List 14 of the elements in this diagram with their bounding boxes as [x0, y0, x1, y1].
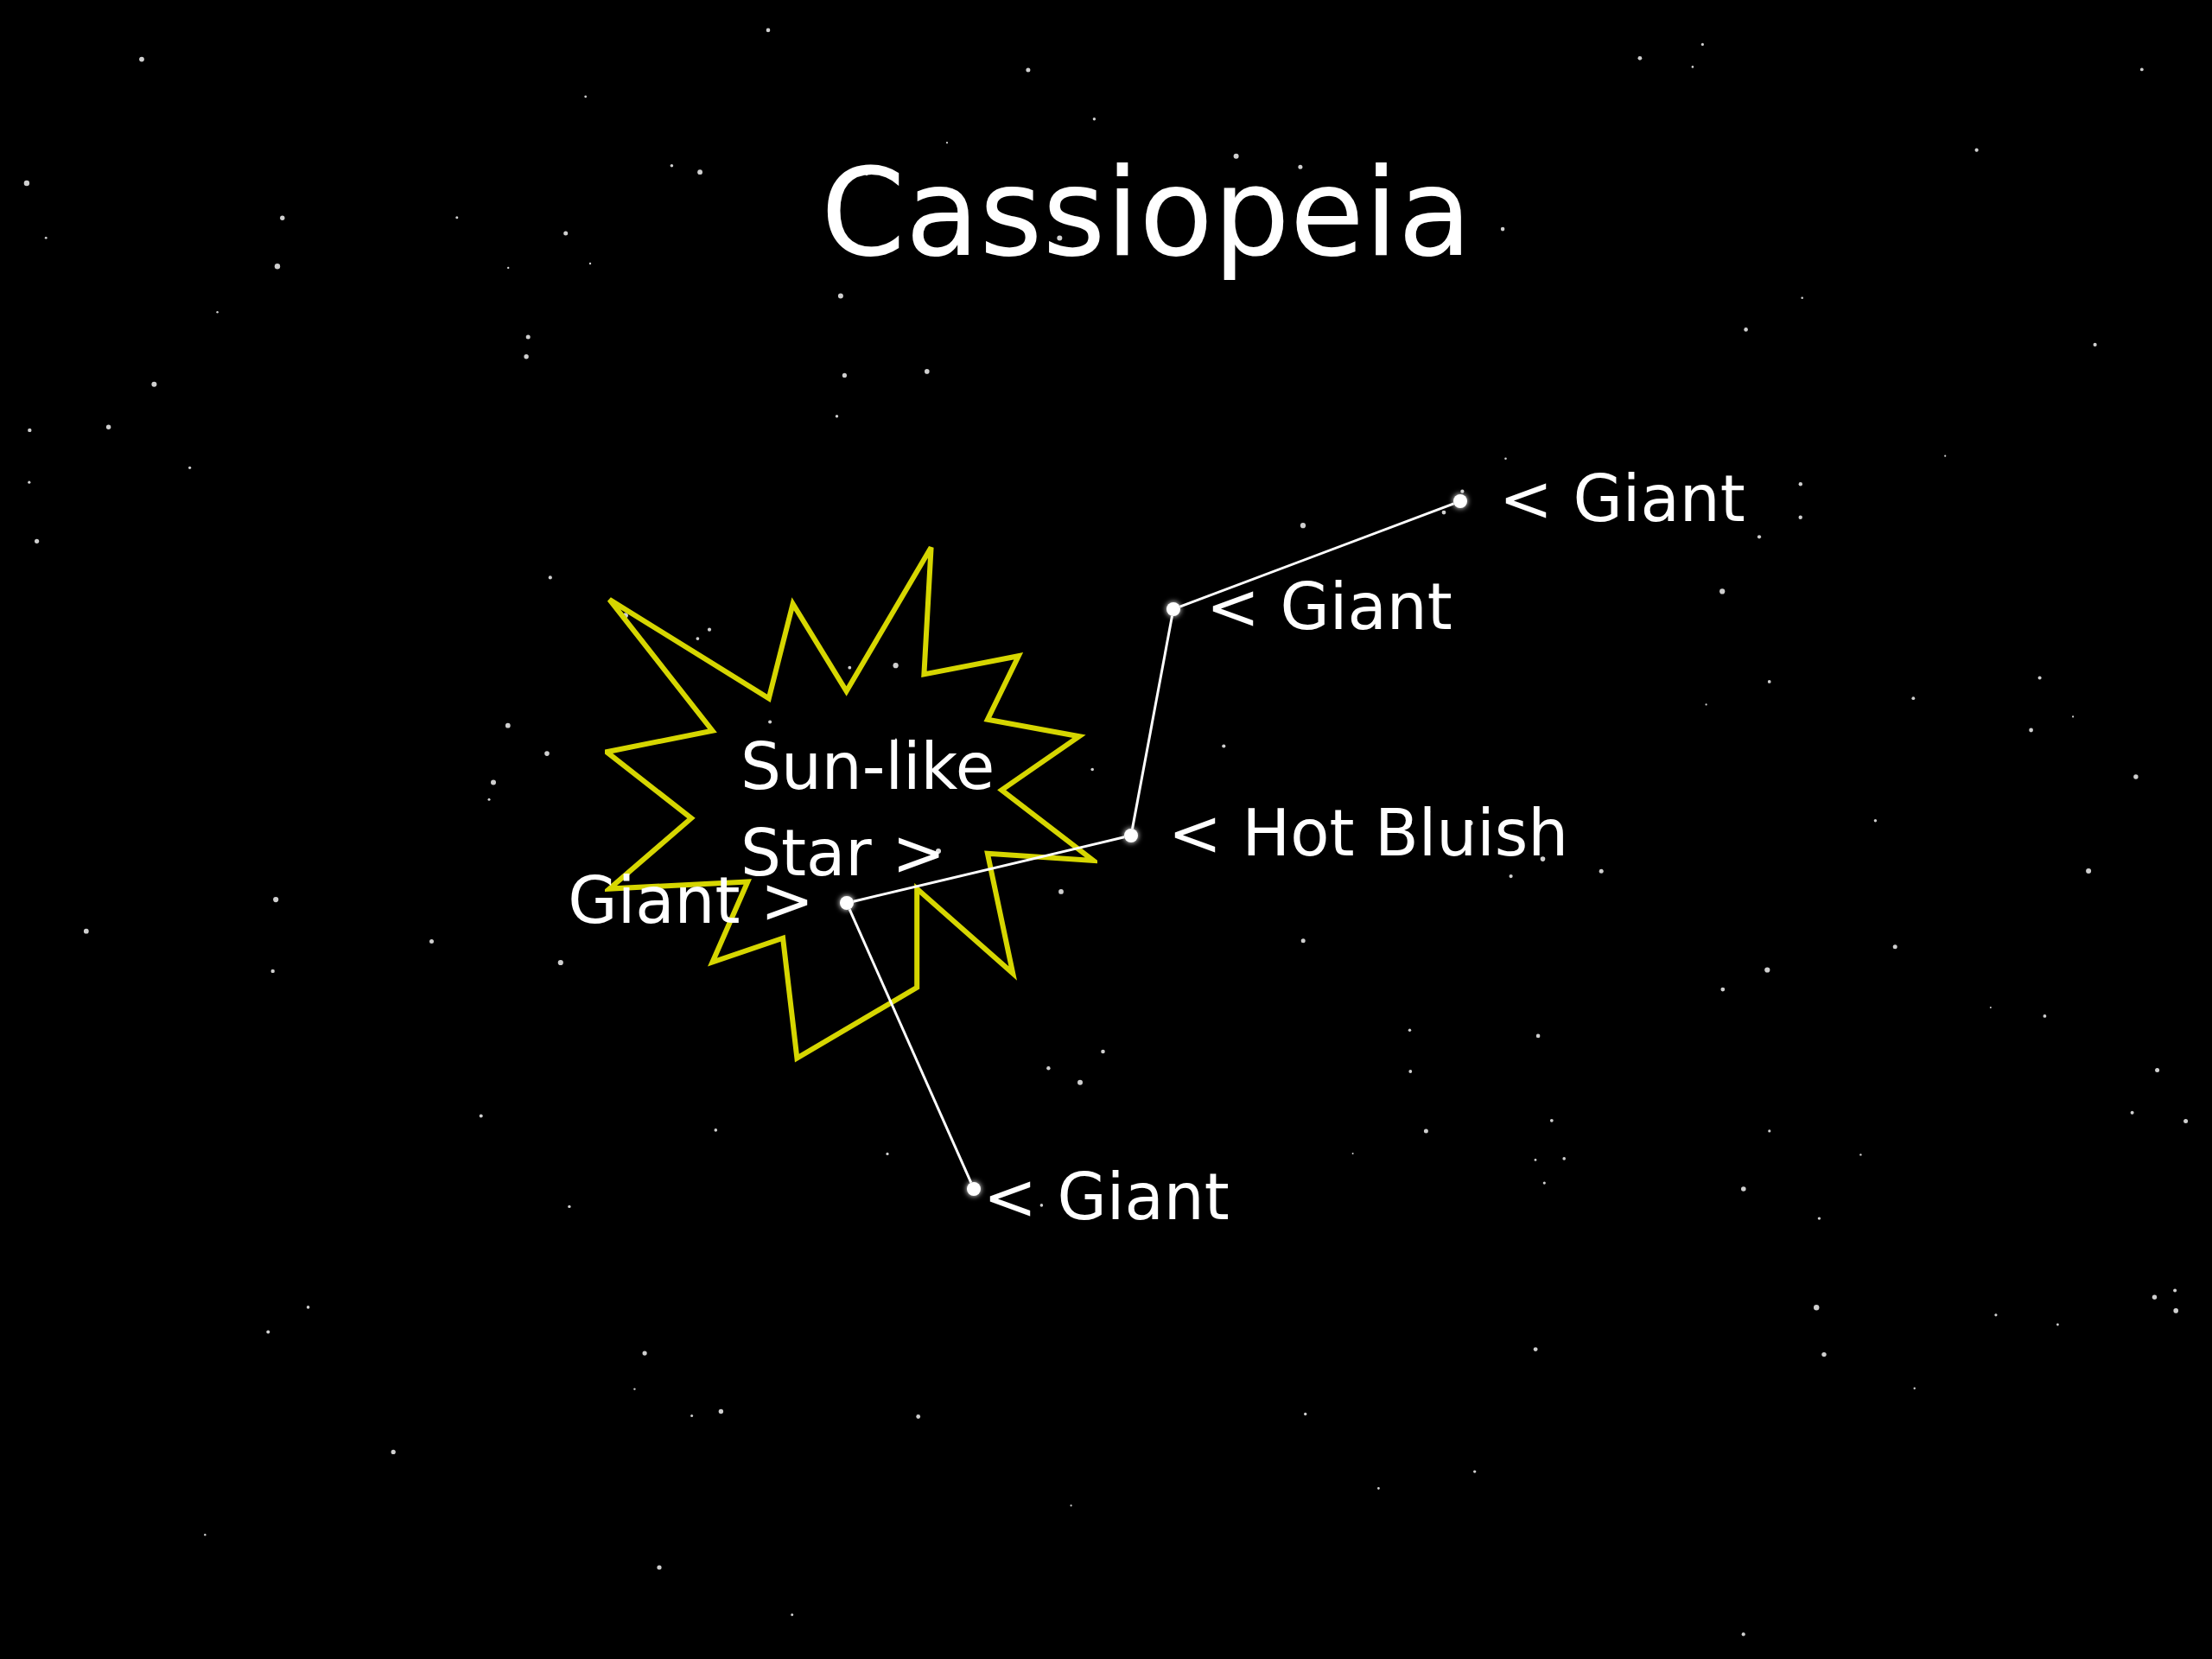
star-dot [1453, 494, 1467, 508]
constellation-line [853, 836, 1125, 903]
star-dot [967, 1182, 981, 1196]
constellation-line [1131, 615, 1173, 830]
star-dot [1166, 602, 1180, 616]
title: Cassiopeia [821, 147, 1472, 280]
star-dot [840, 896, 854, 910]
star-label: < Hot Bluish [1168, 801, 1569, 865]
star-label: < Giant [1206, 575, 1452, 639]
star-dot [1124, 829, 1138, 842]
constellation-line [1179, 502, 1455, 608]
constellation-line [848, 908, 973, 1184]
star-label: < Giant [1499, 467, 1745, 531]
star-label: < Giant [983, 1165, 1230, 1229]
